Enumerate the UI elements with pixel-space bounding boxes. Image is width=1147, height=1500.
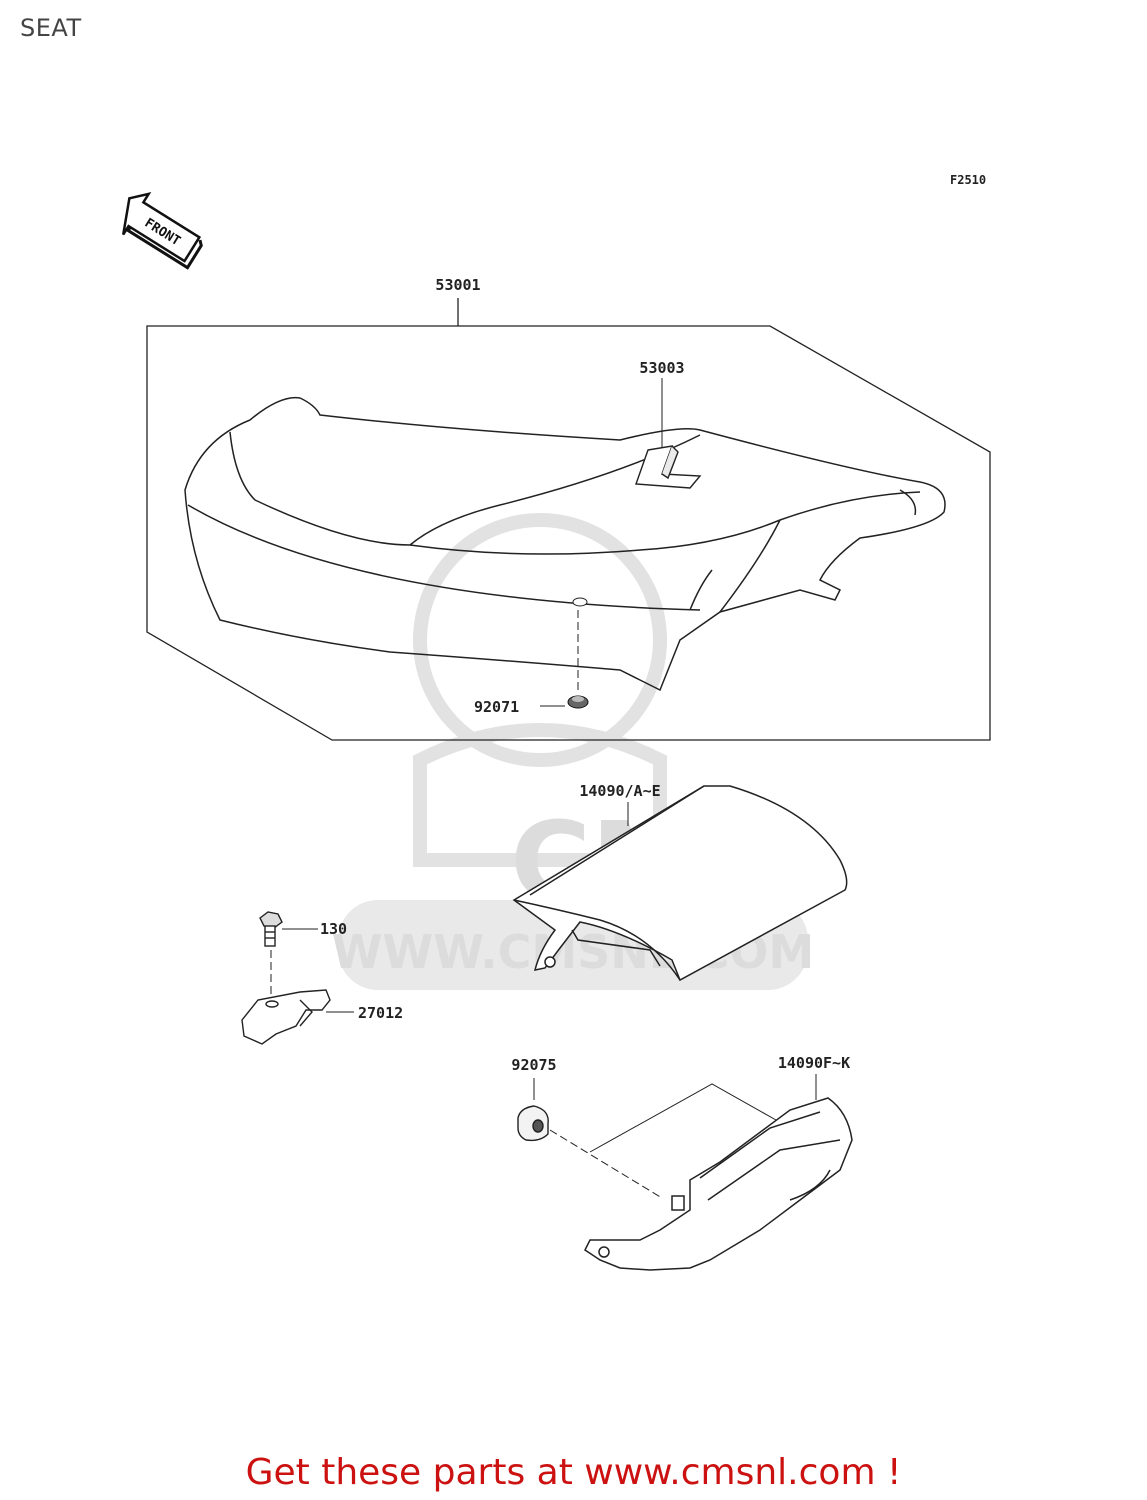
part-label-14090f-k: 14090F~K [778,1054,850,1072]
part-label-53001: 53001 [435,276,480,294]
part-label-53003: 53003 [639,359,684,377]
part-label-130: 130 [320,920,347,938]
part-label-92071: 92071 [474,698,519,716]
part-label-92075: 92075 [511,1056,556,1074]
part-label-27012: 27012 [358,1004,403,1022]
cover-14090-a-e [512,785,848,982]
seat-main [184,396,946,692]
grommet-92075 [517,1105,549,1142]
figure-code: F2510 [950,173,986,187]
assembly-frame [146,325,991,741]
part-label-14090-a-e: 14090/A~E [579,782,660,800]
grommet-92071 [567,695,589,709]
bracket-27012 [241,989,331,1045]
parts-diagram: CMS WWW.CMSNL.COM F2510 FRONT [122,173,991,1271]
cta-link[interactable]: Get these parts at www.cmsnl.com ! [245,1452,902,1493]
guard-14090f-k [584,1097,853,1271]
seat-bolt-hole [572,597,588,607]
emblem-53003 [635,445,702,489]
bolt-130 [259,911,283,947]
footer-cta[interactable]: Get these parts at www.cmsnl.com ! [0,1452,1147,1493]
page-title: SEAT [20,14,82,42]
front-arrow-icon: FRONT [122,191,203,270]
